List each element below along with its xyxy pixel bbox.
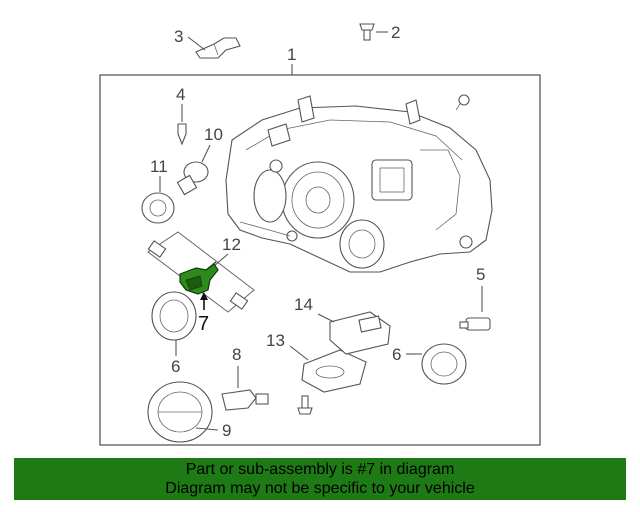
callout-6-left[interactable]: 6 <box>171 357 180 376</box>
callout-3[interactable]: 3 <box>174 27 183 46</box>
part-12-wiring-harness[interactable] <box>147 231 255 313</box>
part-5-bulb[interactable] <box>459 317 491 331</box>
callout-11[interactable]: 11 <box>150 157 168 176</box>
part-9-cap[interactable] <box>147 381 213 443</box>
callout-8[interactable]: 8 <box>232 345 241 364</box>
part-bolt[interactable] <box>297 395 313 415</box>
part-10-bulb[interactable] <box>176 161 209 196</box>
part-3-bracket[interactable] <box>195 37 241 59</box>
banner-line-1: Part or sub-assembly is #7 in diagram <box>185 461 455 478</box>
banner-line-2: Diagram may not be specific to your vehi… <box>165 480 475 497</box>
part-7-connector-highlighted[interactable] <box>179 261 219 295</box>
part-13-ballast-cover[interactable] <box>301 349 367 393</box>
callout-6-right[interactable]: 6 <box>392 345 401 364</box>
callout-12[interactable]: 12 <box>222 235 241 254</box>
callout-14[interactable]: 14 <box>294 295 313 314</box>
callout-7[interactable]: 7 <box>198 313 209 335</box>
assembly-frame <box>99 74 541 446</box>
part-2-screw[interactable] <box>359 23 375 41</box>
part-8-bulb[interactable] <box>221 389 269 411</box>
callout-1[interactable]: 1 <box>287 45 296 64</box>
part-1-headlamp-housing[interactable] <box>225 95 493 273</box>
callout-9[interactable]: 9 <box>222 421 231 440</box>
part-11-socket[interactable] <box>141 192 175 224</box>
part-4-pin[interactable] <box>177 123 187 146</box>
callout-13[interactable]: 13 <box>266 331 285 350</box>
callout-2[interactable]: 2 <box>391 23 400 42</box>
info-banner: Part or sub-assembly is #7 in diagram Di… <box>14 458 626 500</box>
part-screw-small[interactable] <box>455 94 470 111</box>
part-14-ballast[interactable] <box>329 311 391 355</box>
callout-4[interactable]: 4 <box>176 85 185 104</box>
part-6-cover-left[interactable] <box>151 291 197 341</box>
callout-10[interactable]: 10 <box>204 125 223 144</box>
part-6-cover-right[interactable] <box>421 343 467 385</box>
callout-5[interactable]: 5 <box>476 265 485 284</box>
